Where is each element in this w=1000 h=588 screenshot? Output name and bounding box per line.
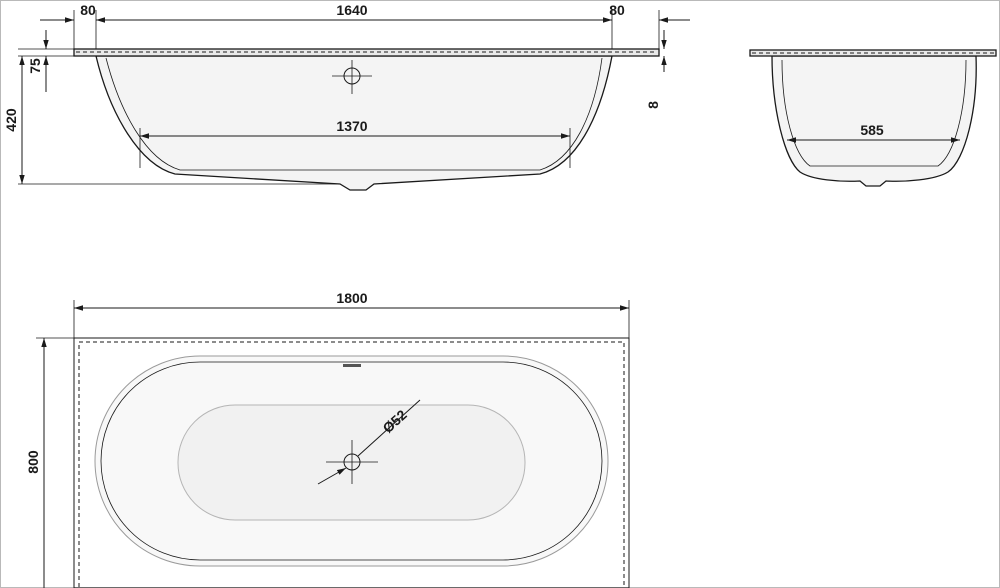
end-view-inner-shell (781, 59, 967, 167)
side-view-inner-shell (105, 57, 603, 171)
end-view: 585 (749, 49, 997, 187)
end-view-tub-body (771, 55, 977, 187)
dim-inner-length-top: 1640 (336, 2, 367, 18)
top-view-tub-inner-edge (100, 361, 603, 561)
dim-depth-total: 420 (3, 108, 19, 132)
top-view-outer-rim (73, 337, 630, 588)
dim-line-drain-diameter (357, 399, 421, 457)
dim-flange-left: 80 (80, 2, 96, 18)
dim-overflow-offset: 8 (645, 101, 661, 109)
dim-overall-length: 1800 (336, 290, 367, 306)
dim-bottom-width: 585 (860, 122, 884, 138)
top-view-overflow-mark (343, 364, 361, 367)
dim-overall-width: 800 (25, 450, 41, 474)
side-view: 80 1640 80 420 75 8 1370 (3, 2, 690, 191)
dim-flange-right: 80 (609, 2, 625, 18)
dim-flange-height: 75 (27, 58, 43, 74)
dim-bottom-length: 1370 (336, 118, 367, 134)
top-view: Ø52 1800 800 (25, 290, 630, 588)
overflow-crosshair-icon (332, 60, 372, 94)
drain-icon (326, 440, 378, 484)
side-view-tub-body (95, 55, 613, 191)
top-view-hidden-outline (78, 341, 625, 588)
top-view-tub-floor (177, 404, 526, 521)
